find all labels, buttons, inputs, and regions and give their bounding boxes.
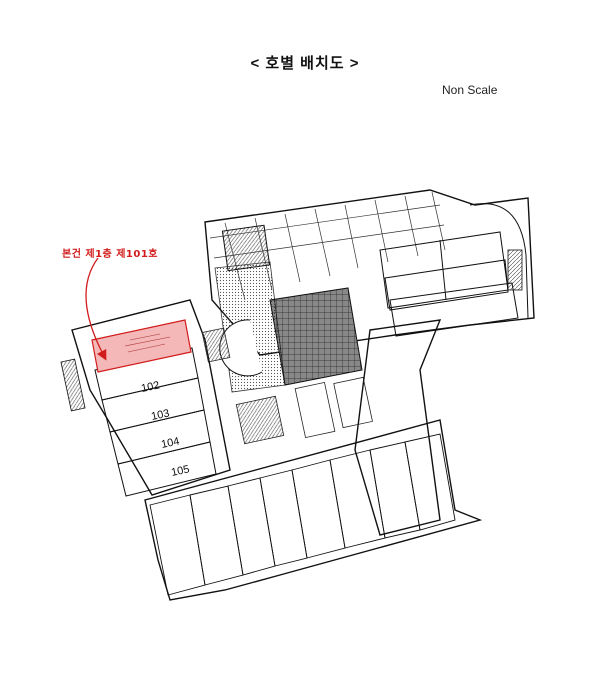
core-details [201,327,373,445]
room-label-105: 105 [170,463,190,479]
ramp-curve [469,203,529,319]
central-atrium [269,287,363,386]
annotation-arrow [85,257,107,361]
stair-block-top [221,224,271,272]
unit-101-highlight [91,319,192,373]
room-label-104: 104 [160,435,180,451]
building-outline [71,189,535,601]
room-label-103: 103 [150,407,170,423]
unit-101-text-lines [124,333,171,353]
left-exterior-stairs [60,358,86,412]
room-label-102: 102 [140,379,160,395]
ramp-stairs [507,249,523,291]
bottom-units [149,433,456,596]
page-title: < 호별 배치도 > [250,55,360,72]
upper-units [379,231,519,337]
subject-unit-annotation: 본건 제1층 제101호 [62,249,158,260]
scale-note: Non Scale [442,83,498,97]
